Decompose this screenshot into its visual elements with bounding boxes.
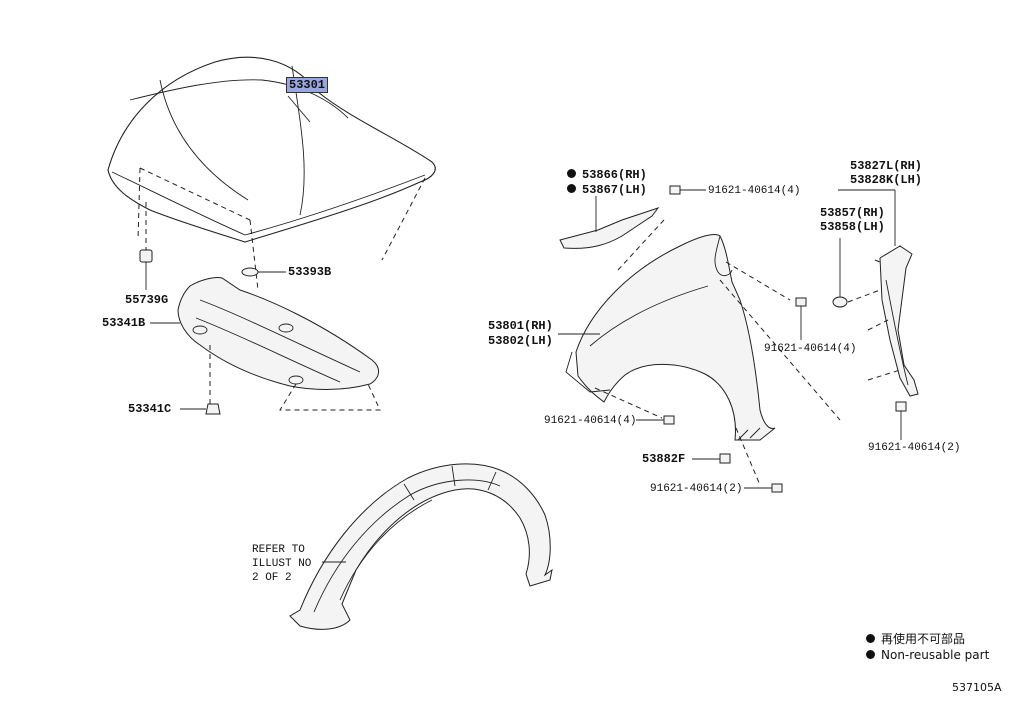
part-label-91621-left[interactable]: 91621-40614(4) (544, 415, 637, 427)
refer-note-line-2: ILLUST NO (252, 558, 312, 570)
fender-clip-53882f[interactable] (719, 453, 731, 464)
legend-dot-icon (866, 650, 875, 659)
part-label-53866[interactable]: 53866(RH) (567, 168, 647, 182)
part-label-53867[interactable]: 53867(LH) (567, 183, 647, 197)
hood-insulator[interactable] (177, 277, 379, 390)
non-reusable-dot-icon (567, 184, 576, 193)
clip-53341c[interactable] (205, 403, 221, 415)
hood-panel[interactable] (107, 56, 436, 243)
part-label-91621-mid[interactable]: 91621-40614(4) (764, 343, 857, 355)
non-reusable-dot-icon (567, 169, 576, 178)
legend-japanese: 再使用不可部品 (866, 630, 965, 647)
hood-clip-55739g[interactable] (139, 249, 153, 263)
part-label-53393b[interactable]: 53393B (288, 265, 332, 279)
part-label-53341c[interactable]: 53341C (128, 402, 172, 416)
bolt-91621-mid[interactable] (795, 297, 807, 307)
bolt-91621-bot[interactable] (771, 483, 783, 493)
part-label-55739g[interactable]: 55739G (125, 293, 169, 307)
part-label-91621-bot[interactable]: 91621-40614(2) (650, 483, 743, 495)
refer-note-line-3: 2 OF 2 (252, 572, 292, 584)
part-label-53857[interactable]: 53857(RH) (820, 206, 885, 220)
bolt-91621-right[interactable] (895, 401, 907, 412)
part-label-53828k[interactable]: 53828K(LH) (850, 173, 923, 187)
fender-liner[interactable] (289, 463, 553, 630)
fender-bracket-53827l[interactable] (879, 245, 919, 397)
part-label-53341b[interactable]: 53341B (102, 316, 146, 330)
legend-english: Non-reusable part (866, 648, 989, 662)
part-label-53827l[interactable]: 53827L(RH) (850, 159, 923, 173)
bolt-91621-left[interactable] (663, 415, 675, 425)
part-label-53301[interactable]: 53301 (285, 77, 329, 93)
part-label-91621-top[interactable]: 91621-40614(4) (708, 185, 801, 197)
clip-53857[interactable] (832, 296, 848, 308)
bolt-91621-top[interactable] (669, 185, 681, 195)
part-label-53802[interactable]: 53802(LH) (488, 334, 553, 348)
front-fender[interactable] (565, 233, 776, 441)
legend-dot-icon (866, 634, 875, 643)
fender-seal-53866[interactable] (559, 207, 660, 249)
part-label-91621-right[interactable]: 91621-40614(2) (868, 442, 961, 454)
figure-code: 537105A (952, 681, 1002, 694)
part-label-53801[interactable]: 53801(RH) (488, 319, 553, 333)
part-label-53882f[interactable]: 53882F (642, 452, 686, 466)
part-label-53858[interactable]: 53858(LH) (820, 220, 885, 234)
hood-cushion-53393b[interactable] (241, 267, 259, 277)
refer-note-line-1: REFER TO (252, 544, 305, 556)
